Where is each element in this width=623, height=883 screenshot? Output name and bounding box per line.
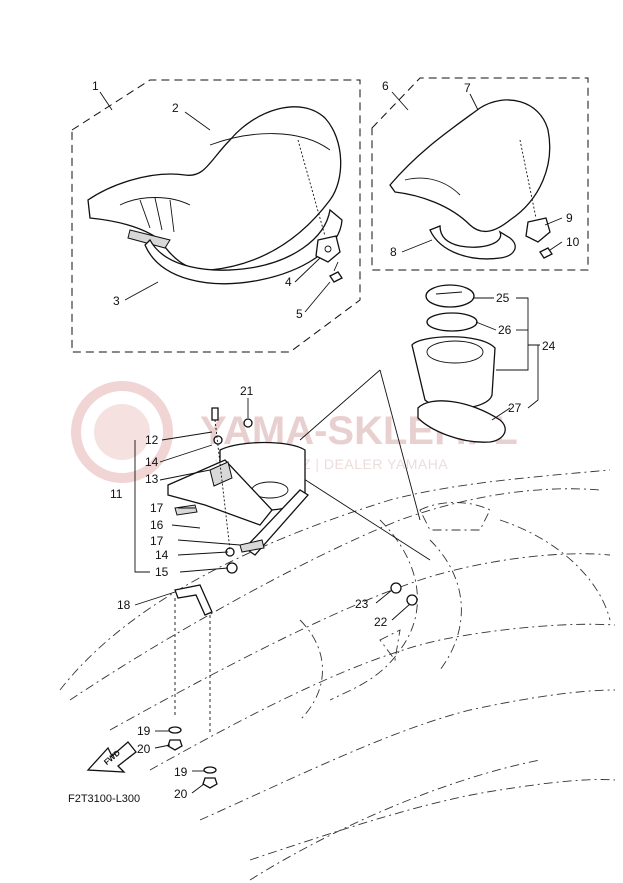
rear-seat-group (371, 77, 589, 271)
callout-19-lower: 19 (174, 765, 188, 779)
seat-bolt (329, 271, 343, 283)
callout-1: 1 (92, 79, 99, 93)
callout-25: 25 (496, 291, 510, 305)
storage-cap-ring (426, 312, 478, 332)
storage-frame-group (167, 407, 309, 574)
callout-9: 9 (566, 211, 573, 225)
callout-21: 21 (240, 384, 254, 398)
callout-8: 8 (390, 245, 397, 259)
seat-assembly-group (71, 79, 361, 353)
callout-14-upper: 14 (145, 455, 159, 469)
callout-26: 26 (498, 323, 512, 337)
callout-16: 16 (150, 518, 164, 532)
callout-17-lower: 17 (150, 534, 164, 548)
callout-7: 7 (464, 81, 471, 95)
callout-11: 11 (110, 487, 123, 501)
storage-box-group (411, 284, 506, 443)
seat-hook (315, 235, 341, 263)
bolt (211, 407, 219, 421)
callout-4: 4 (285, 275, 292, 289)
rear-seat-bolt (539, 247, 553, 259)
callout-27: 27 (508, 401, 522, 415)
seat-gasket (144, 208, 343, 285)
rear-seat (389, 99, 551, 233)
callout-10: 10 (566, 235, 580, 249)
rear-seat-gasket (429, 225, 516, 260)
callout-18: 18 (117, 598, 131, 612)
callout-24: 24 (542, 339, 556, 353)
callout-5: 5 (296, 307, 303, 321)
rear-seat-hook (525, 217, 551, 243)
storage-box-gasket (417, 400, 506, 443)
callout-17-upper: 17 (150, 501, 164, 515)
callout-12: 12 (145, 433, 159, 447)
watermark-logo (71, 381, 173, 483)
fwd-arrow-icon: FWD (86, 741, 137, 773)
callout-20-upper: 20 (137, 742, 151, 756)
washer (213, 435, 223, 445)
callout-13: 13 (145, 472, 159, 486)
storage-cap (425, 284, 475, 308)
bracket-18-group (167, 582, 418, 789)
callout-15: 15 (155, 565, 169, 579)
diagram-code: F2T3100-L300 (68, 793, 140, 805)
callout-23: 23 (355, 597, 369, 611)
callout-14-lower: 14 (155, 548, 169, 562)
main-seat (87, 106, 342, 271)
hull-outline (59, 469, 616, 881)
callout-labels: 1 2 3 4 5 6 7 8 9 10 25 26 24 27 21 12 1… (92, 79, 580, 801)
bracket (174, 584, 213, 616)
storage-box (411, 336, 496, 410)
bracket-plate (167, 459, 273, 526)
nut (226, 562, 238, 574)
callout-2: 2 (172, 101, 179, 115)
strap (244, 489, 309, 556)
callout-3: 3 (113, 294, 120, 308)
callout-20-lower: 20 (174, 787, 188, 801)
leader-lines (99, 91, 563, 794)
callout-6: 6 (382, 79, 389, 93)
callout-19-upper: 19 (137, 724, 151, 738)
callout-22: 22 (374, 615, 388, 629)
